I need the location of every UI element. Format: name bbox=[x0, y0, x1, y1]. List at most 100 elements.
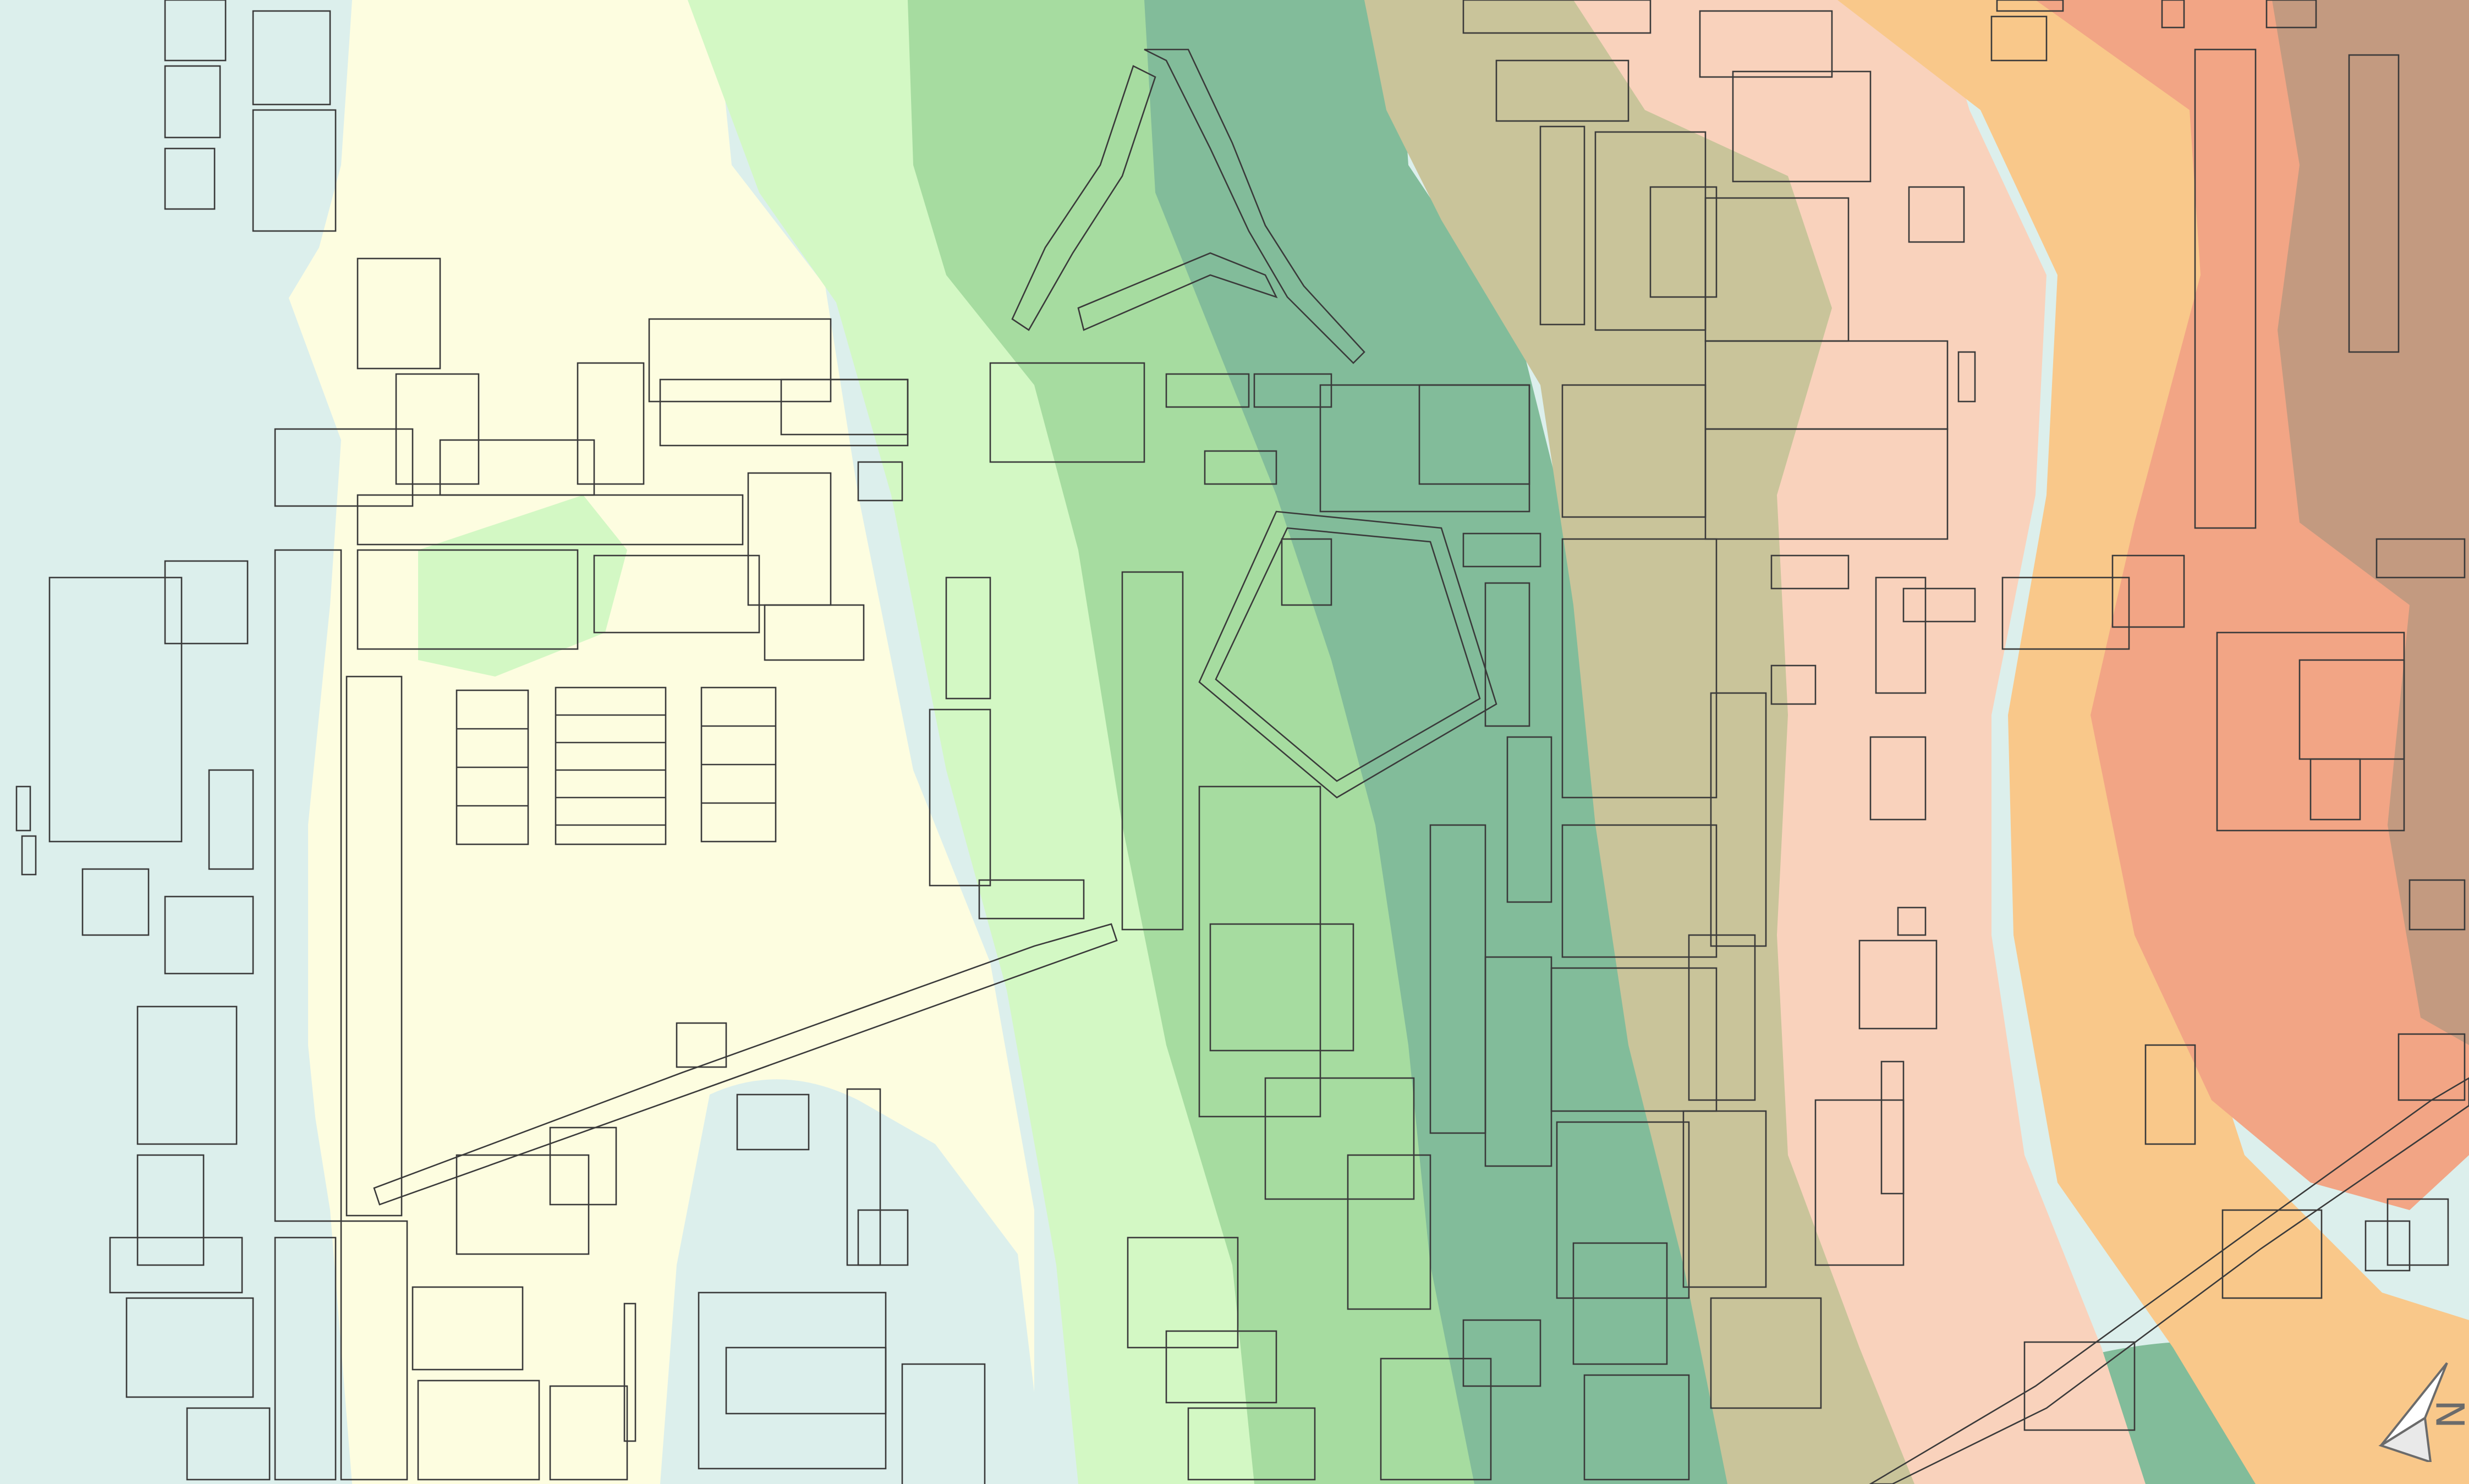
building bbox=[252, 109, 337, 232]
building bbox=[1556, 1121, 1690, 1299]
building bbox=[2221, 1209, 2323, 1299]
building bbox=[136, 1005, 238, 1145]
building bbox=[549, 1385, 628, 1481]
building bbox=[1198, 510, 1497, 799]
building bbox=[2144, 1044, 2196, 1145]
building bbox=[2023, 1341, 2136, 1431]
building bbox=[340, 1220, 408, 1481]
building bbox=[1858, 939, 1938, 1030]
building bbox=[1875, 576, 1927, 694]
building bbox=[1347, 1154, 1431, 1310]
building bbox=[1902, 587, 1976, 623]
building bbox=[356, 549, 579, 650]
building-cluster-east-grid bbox=[1127, 384, 1552, 1481]
building bbox=[164, 147, 216, 210]
building bbox=[2001, 576, 2130, 650]
building bbox=[1770, 664, 1817, 705]
building bbox=[21, 835, 37, 876]
building bbox=[2364, 1220, 2411, 1272]
building bbox=[1204, 450, 1277, 485]
building bbox=[136, 1154, 205, 1266]
building bbox=[780, 378, 909, 436]
building bbox=[109, 1236, 243, 1294]
building bbox=[549, 1126, 617, 1206]
building bbox=[1462, 532, 1541, 568]
building bbox=[1869, 1077, 2469, 1484]
building bbox=[1495, 59, 1629, 122]
building-fields bbox=[456, 686, 777, 845]
building bbox=[1011, 65, 1156, 331]
building-row-central-west bbox=[356, 472, 865, 661]
building bbox=[929, 708, 991, 887]
building bbox=[623, 1302, 637, 1442]
building bbox=[1077, 252, 1278, 331]
building bbox=[356, 494, 744, 546]
building bbox=[1462, 0, 1652, 34]
building bbox=[1688, 934, 1756, 1101]
building bbox=[1209, 923, 1354, 1052]
building-row-west-coast bbox=[274, 549, 408, 1481]
building bbox=[2194, 48, 2257, 529]
building bbox=[208, 769, 254, 870]
building-cluster-south-west bbox=[412, 1126, 637, 1481]
building bbox=[164, 895, 254, 975]
building bbox=[577, 362, 645, 485]
building bbox=[725, 1346, 887, 1415]
building bbox=[648, 318, 832, 403]
building bbox=[417, 1379, 540, 1481]
building bbox=[15, 785, 31, 832]
zone-light-blue-inlet bbox=[660, 1079, 1045, 1484]
building bbox=[81, 868, 150, 936]
building-cluster-central bbox=[857, 362, 1332, 931]
building bbox=[1996, 0, 2064, 12]
building bbox=[1897, 906, 1927, 936]
building bbox=[1710, 692, 1767, 947]
building bbox=[846, 1088, 881, 1266]
building bbox=[736, 1093, 810, 1151]
building bbox=[1869, 736, 1927, 821]
building bbox=[1506, 736, 1552, 903]
building-pentagon-fort bbox=[1198, 510, 1497, 799]
building bbox=[1682, 1110, 1767, 1288]
zone-olive bbox=[1364, 0, 1925, 1484]
building-cluster-west bbox=[15, 0, 337, 1481]
building bbox=[1165, 1330, 1277, 1404]
building bbox=[1550, 967, 1718, 1112]
building bbox=[764, 604, 865, 661]
building bbox=[1770, 554, 1850, 590]
zone-brown bbox=[2272, 0, 2469, 1045]
building bbox=[1710, 1297, 1822, 1409]
building bbox=[1704, 428, 1949, 540]
building bbox=[412, 1286, 524, 1371]
building bbox=[1732, 70, 1872, 183]
building bbox=[48, 576, 183, 843]
zone-salmon bbox=[1573, 0, 2146, 1484]
building bbox=[1957, 351, 1976, 403]
building bbox=[1561, 824, 1718, 958]
building bbox=[2408, 879, 2466, 931]
building bbox=[274, 1236, 337, 1481]
building bbox=[164, 65, 221, 139]
building bbox=[1699, 10, 1833, 78]
building bbox=[945, 576, 991, 700]
building bbox=[345, 675, 403, 1217]
building bbox=[676, 1022, 727, 1068]
building-cluster-far-east bbox=[1902, 0, 2466, 1266]
building bbox=[857, 1209, 909, 1266]
building bbox=[555, 686, 667, 845]
building bbox=[1264, 1077, 1415, 1200]
building bbox=[1380, 1357, 1492, 1481]
building bbox=[2111, 554, 2185, 628]
zone-dark-green bbox=[1144, 0, 1738, 1484]
building bbox=[252, 10, 331, 106]
building bbox=[1198, 785, 1321, 1118]
building-cluster-east-right bbox=[1462, 0, 2048, 1266]
building-row-south-east bbox=[1869, 1077, 2469, 1484]
building bbox=[1165, 373, 1250, 408]
building bbox=[356, 257, 441, 370]
building-cluster-industrial bbox=[698, 1088, 986, 1484]
building bbox=[1281, 538, 1332, 606]
